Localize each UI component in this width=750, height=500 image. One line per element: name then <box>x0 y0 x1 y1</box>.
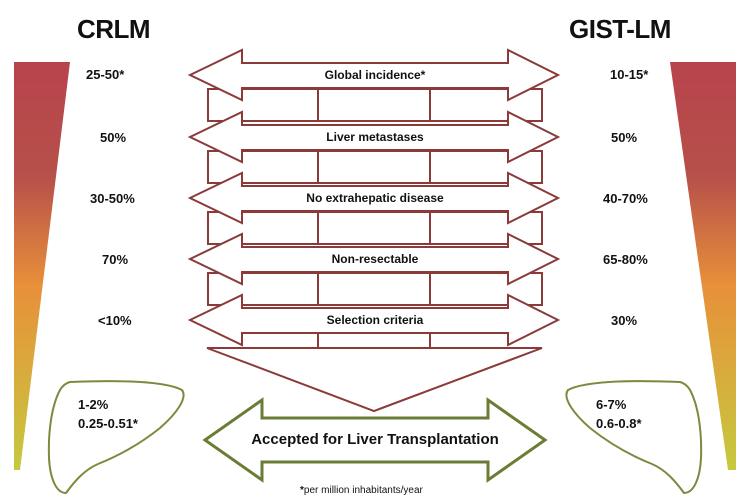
left-value-global-incidence: 25-50* <box>86 67 125 82</box>
right-value-non-resectable: 65-80% <box>603 252 648 267</box>
left-value-no-extrahepatic: 30-50% <box>90 191 135 206</box>
right-value-selection-criteria: 30% <box>611 313 638 328</box>
footnote: *per million inhabitants/year <box>300 485 423 496</box>
right-liver-outline <box>565 380 703 495</box>
connector-bar <box>207 211 543 245</box>
stage-arrow-global-incidence <box>187 48 561 102</box>
stage-arrow-selection-criteria <box>187 293 561 347</box>
stage-label-no-extrahepatic: No extrahepatic disease <box>306 191 444 205</box>
left-value-non-resectable: 70% <box>102 252 129 267</box>
stage-arrow-liver-metastases <box>187 110 561 164</box>
right-value-no-extrahepatic: 40-70% <box>603 191 648 206</box>
stage-arrow-no-extrahepatic <box>187 171 561 225</box>
left-value-selection-criteria: <10% <box>98 313 132 328</box>
left-transplant-percent: 1-2% <box>78 397 109 412</box>
left-liver-outline <box>47 380 185 495</box>
right-transplant-incidence: 0.6-0.8* <box>596 416 642 431</box>
connector-bar <box>207 272 543 306</box>
connector-bar <box>207 88 543 122</box>
connector-dividers <box>317 89 431 348</box>
right-value-global-incidence: 10-15* <box>610 67 649 82</box>
connector-bars <box>207 88 543 306</box>
left-title: CRLM <box>77 14 151 44</box>
outcome-label: Accepted for Liver Transplantation <box>251 431 499 448</box>
stage-label-global-incidence: Global incidence* <box>324 68 426 82</box>
outcome-arrow <box>202 397 548 483</box>
right-value-liver-metastases: 50% <box>611 130 638 145</box>
right-transplant-percent: 6-7% <box>596 397 627 412</box>
stage-label-liver-metastases: Liver metastases <box>326 130 424 144</box>
down-arrow <box>206 347 543 413</box>
left-gradient-funnel <box>14 62 70 470</box>
right-title: GIST-LM <box>569 14 671 44</box>
stage-arrow-non-resectable <box>187 232 561 286</box>
stage-label-non-resectable: Non-resectable <box>331 252 419 266</box>
left-transplant-incidence: 0.25-0.51* <box>78 416 138 431</box>
stage-label-selection-criteria: Selection criteria <box>326 313 424 327</box>
footnote-text: per million inhabitants/year <box>303 485 423 496</box>
connector-bar <box>207 150 543 184</box>
stage-arrows <box>187 48 561 347</box>
right-gradient-funnel <box>670 62 736 470</box>
footnote-mark: * <box>300 485 304 496</box>
left-value-liver-metastases: 50% <box>100 130 127 145</box>
